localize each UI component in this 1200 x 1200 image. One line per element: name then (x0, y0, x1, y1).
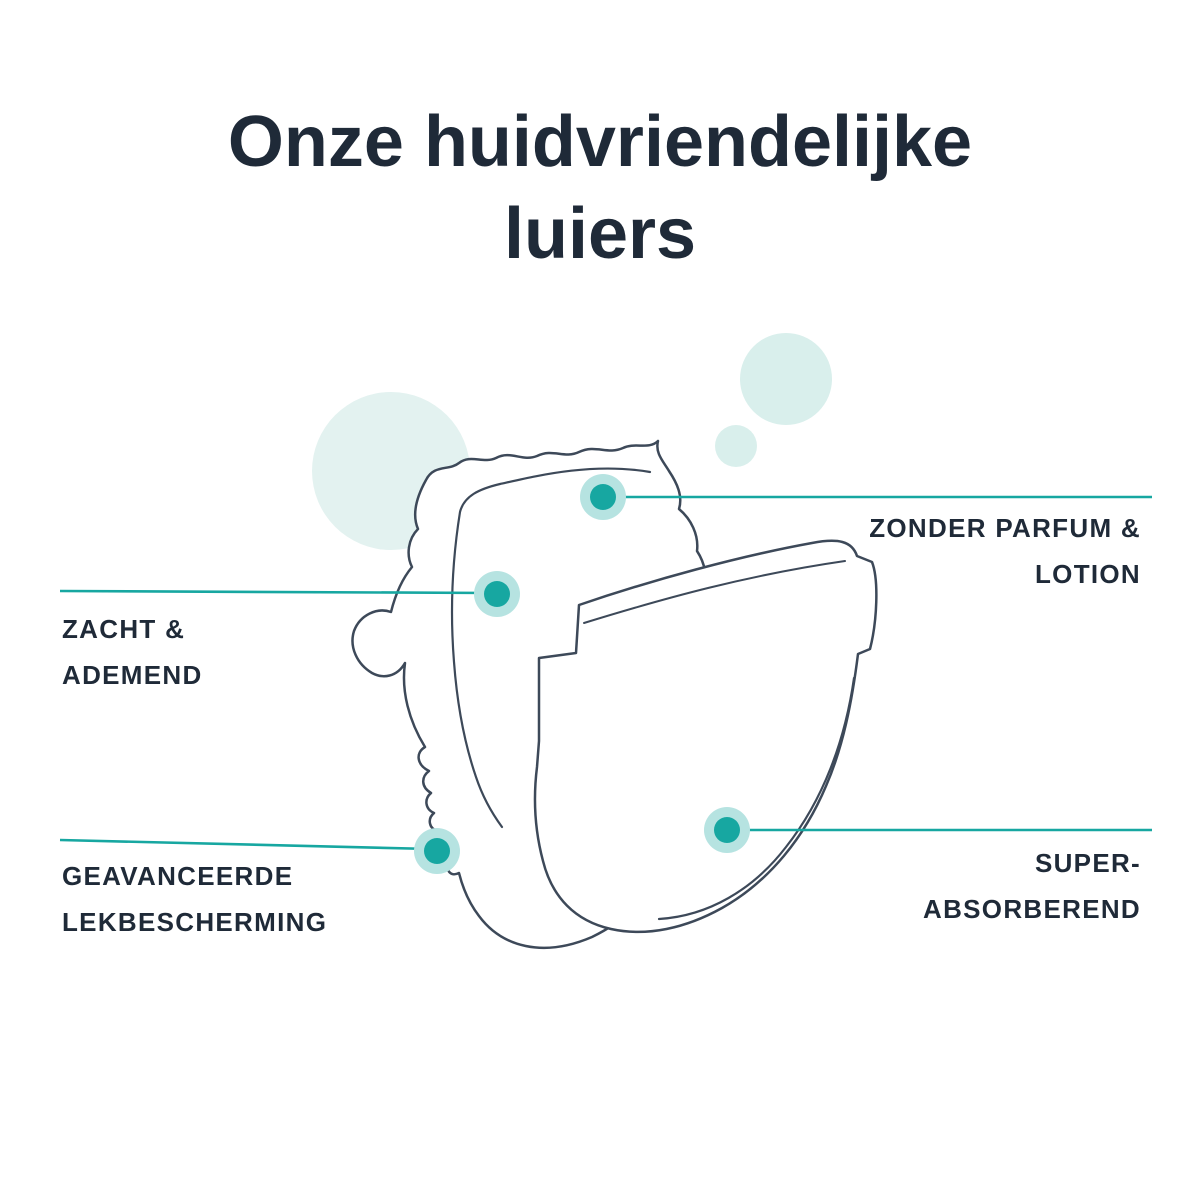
callout-label-zacht-ademend: ZACHT & ADEMEND (62, 606, 203, 699)
front-diaper-outline (533, 539, 878, 934)
callout-line-geavanceerde-lekbescherming (59, 838, 433, 851)
callout-label-line: LEKBESCHERMING (62, 907, 328, 938)
callout-line-zacht-ademend (59, 589, 493, 595)
callout-label-line: GEAVANCEERDE (62, 861, 294, 891)
callout-dot-geavanceerde-lekbescherming (424, 838, 450, 864)
callout-dot-zonder-parfum-lotion (590, 484, 616, 510)
back-diaper-inner-line (450, 467, 652, 829)
callout-label-line: ADEMEND (62, 660, 203, 691)
callout-label-line: ABSORBEREND (923, 894, 1141, 925)
callout-label-line: ZACHT & (62, 614, 186, 644)
title-line-1: Onze huidvriendelijke (227, 102, 973, 182)
callout-label-geavanceerde-lekbescherming: GEAVANCEERDE LEKBESCHERMING (62, 853, 327, 946)
callout-dot-super-absorberend (714, 817, 740, 843)
page-title: Onze huidvriendelijke luiers (0, 96, 1200, 280)
callout-label-line: LOTION (1034, 559, 1141, 590)
background-circle-medium (740, 333, 832, 425)
callout-label-line: ZONDER PARFUM & (869, 513, 1141, 543)
callout-label-zonder-parfum-lotion: ZONDER PARFUM & LOTION (869, 505, 1141, 598)
front-diaper-waistband-line (583, 560, 846, 624)
callout-dot-zacht-ademend (484, 581, 510, 607)
background-circle-small (715, 425, 757, 467)
front-diaper-inner-line (657, 676, 856, 921)
callout-label-super-absorberend: SUPER- ABSORBEREND (923, 840, 1141, 933)
callout-label-line: SUPER- (1034, 848, 1141, 878)
title-line-2: luiers (503, 194, 697, 275)
